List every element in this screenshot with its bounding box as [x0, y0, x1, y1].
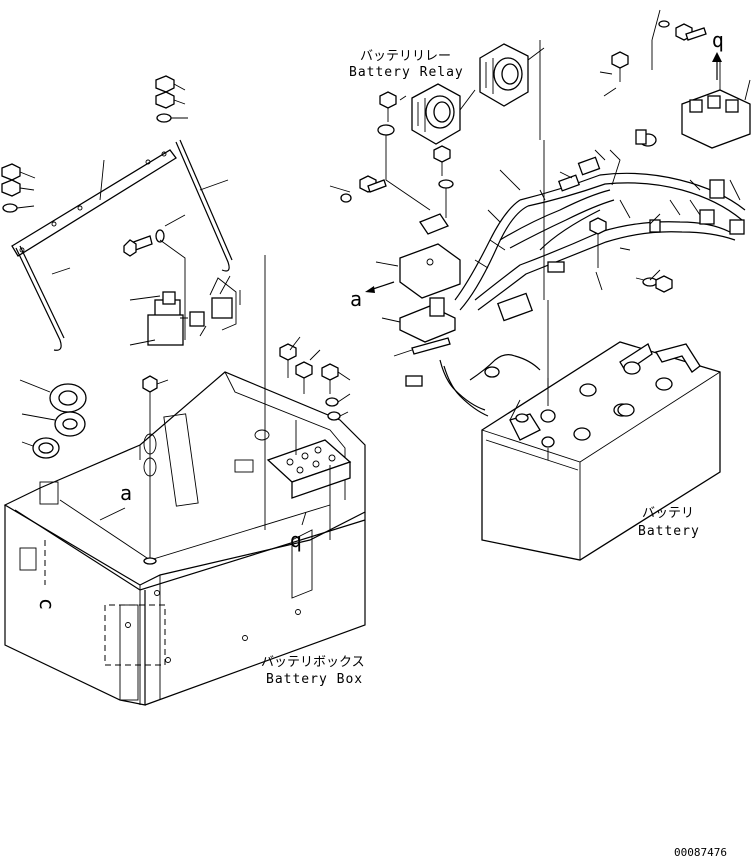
battery-caption: バッテリ Battery — [638, 506, 700, 539]
hold-down-bar — [1, 75, 233, 351]
clips-and-bolts — [123, 214, 241, 346]
box-bolt — [99, 375, 169, 565]
ref-a-box: a — [120, 481, 132, 505]
battery-relay-caption: バッテリリレー Battery Relay — [349, 49, 464, 80]
terminal-bracket — [264, 255, 352, 599]
cables — [405, 9, 751, 417]
battery-relay-jp-label: バッテリリレー — [360, 49, 451, 64]
battery-relay — [329, 40, 545, 357]
battery-box-en-label: Battery Box — [266, 672, 363, 687]
battery-relay-en-label: Battery Relay — [349, 65, 464, 80]
ref-c-box: c — [35, 598, 59, 610]
grommets — [19, 379, 87, 459]
battery-jp-label: バッテリ — [642, 506, 694, 521]
ref-a-relay: a — [350, 287, 362, 311]
ref-b-top: b — [712, 31, 724, 55]
battery-box-jp-label: バッテリボックス — [261, 655, 365, 670]
battery — [481, 341, 721, 561]
battery-box-caption: バッテリボックス Battery Box — [261, 655, 365, 687]
battery-en-label: Battery — [638, 524, 700, 539]
ref-b-box: b — [290, 531, 302, 555]
drawing-number: 00087476 — [674, 846, 727, 859]
